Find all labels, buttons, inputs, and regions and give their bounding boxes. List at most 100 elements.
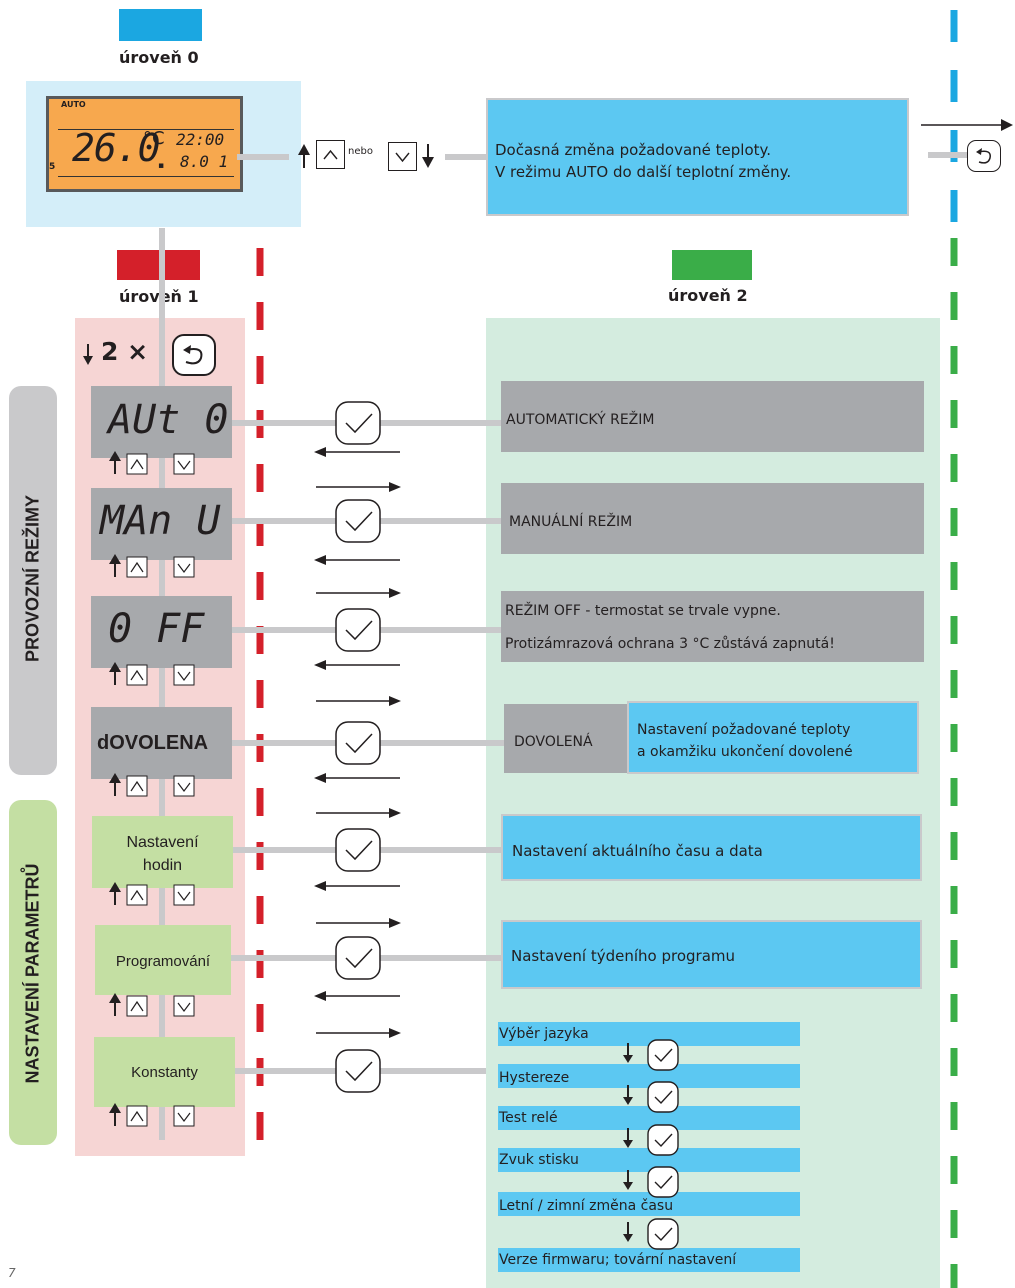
up-key-icon — [126, 664, 148, 686]
confirm-button-6[interactable] — [335, 1049, 381, 1093]
confirm-button-3[interactable] — [335, 721, 381, 765]
lcd-unit: °C — [143, 128, 165, 149]
back-key-top-icon[interactable] — [967, 140, 1001, 172]
clock-desc-text: Nastavení aktuálního času a data — [512, 842, 763, 860]
down-key-icon[interactable] — [388, 142, 417, 171]
up-arrow-icon — [109, 882, 121, 892]
confirm-button-2[interactable] — [335, 608, 381, 652]
right-arrow-icon — [389, 696, 401, 706]
confirm-button-1[interactable] — [335, 499, 381, 543]
lcd-time: 22:00 — [176, 130, 225, 149]
constant-step-1[interactable] — [623, 1081, 679, 1113]
level2-marker — [672, 250, 752, 280]
constant-step-3[interactable] — [623, 1166, 679, 1198]
check-icon — [335, 936, 381, 980]
const-item-4-text: Letní / zimní změna času — [499, 1198, 674, 1214]
left-arrow-icon — [314, 773, 326, 783]
up-arrow-icon — [109, 993, 121, 1003]
up-arrow-icon — [298, 144, 310, 168]
menu-manu-display[interactable] — [91, 488, 232, 560]
down-key-icon — [173, 453, 195, 475]
const-item-0: Výběr jazyka — [498, 1022, 800, 1046]
clock-desc-box — [501, 814, 922, 881]
left-arrow-icon — [314, 447, 326, 457]
lcd-bell-icon: ▪ — [158, 161, 165, 171]
menu-auto-display[interactable] — [91, 386, 232, 458]
constant-step-0[interactable] — [623, 1039, 679, 1071]
menu-auto-text: AUt 0 — [108, 397, 229, 443]
left-arrow-icon — [314, 881, 326, 891]
confirm-button-0[interactable] — [335, 401, 381, 445]
const-item-5-text: Verze firmwaru; tovární nastavení — [499, 1252, 737, 1268]
level0-marker — [119, 9, 202, 41]
down-key-icon — [173, 1105, 195, 1127]
down-arrow-icon — [623, 1140, 633, 1148]
off-desc-line1: REŽIM OFF - termostat se trvale vypne. — [505, 603, 781, 619]
menu-off-text: 0 FF — [108, 606, 205, 652]
lcd-side-number: 5 — [49, 162, 56, 172]
up-arrow-icon — [109, 1103, 121, 1113]
level0-label: úroveň 0 — [119, 48, 199, 67]
menu-programming-display[interactable] — [95, 925, 231, 995]
nav-key-pair-1[interactable] — [109, 554, 195, 578]
check-icon — [647, 1166, 679, 1198]
const-item-2: Test relé — [498, 1106, 800, 1130]
menu-clock-display[interactable] — [92, 816, 233, 888]
down-arrow-icon — [623, 1182, 633, 1190]
down-arrow-icon — [422, 144, 434, 168]
down-key-icon — [173, 884, 195, 906]
manu-desc-text: MANUÁLNÍ REŽIM — [509, 514, 633, 530]
up-key-icon — [126, 775, 148, 797]
menu-constants-display[interactable] — [94, 1037, 235, 1107]
up-key-icon — [126, 1105, 148, 1127]
level1-label: úroveň 1 — [119, 287, 199, 306]
menu-off-display[interactable] — [91, 596, 232, 668]
check-icon — [335, 608, 381, 652]
right-arrow-icon — [389, 918, 401, 928]
menu-clock-line2: hodin — [142, 857, 183, 874]
connector-top-right — [445, 154, 487, 160]
nav-key-pair-6[interactable] — [109, 1103, 195, 1127]
lcd-rule-top — [58, 129, 234, 130]
connector-top — [237, 154, 289, 160]
page-number: 7 — [8, 1266, 16, 1280]
menu-vacation-display[interactable] — [91, 707, 232, 779]
level2-label: úroveň 2 — [668, 286, 748, 305]
nav-key-pair-2[interactable] — [109, 662, 195, 686]
const-item-5: Verze firmwaru; tovární nastavení — [498, 1248, 800, 1272]
nav-key-pair-3[interactable] — [109, 773, 195, 797]
nav-key-pair-0[interactable] — [109, 451, 195, 475]
down-key-icon — [173, 664, 195, 686]
menu-programming-text: Programování — [115, 953, 211, 970]
down-arrow-small-icon — [83, 344, 93, 365]
back-key-icon[interactable] — [172, 334, 216, 376]
exit-arrow-icon — [921, 119, 1013, 131]
level1-marker — [117, 250, 200, 280]
const-item-4: Letní / zimní změna času — [498, 1192, 800, 1216]
confirm-button-4[interactable] — [335, 828, 381, 872]
check-icon — [647, 1218, 679, 1250]
check-icon — [335, 401, 381, 445]
menu-clock-line1: Nastavení — [126, 834, 199, 851]
const-item-3: Zvuk stisku — [498, 1148, 800, 1172]
const-item-0-text: Výběr jazyka — [499, 1026, 589, 1042]
up-arrow-icon — [109, 662, 121, 672]
up-key-icon — [126, 556, 148, 578]
vacation-detail-line2: a okamžiku ukončení dovolené — [637, 744, 853, 760]
constant-step-2[interactable] — [623, 1124, 679, 1156]
off-desc-line2: Protizámrazová ochrana 3 °C zůstává zapn… — [505, 636, 835, 652]
nav-key-pair-4[interactable] — [109, 882, 195, 906]
const-item-3-text: Zvuk stisku — [499, 1152, 579, 1168]
menu-manu-text: MAn U — [100, 498, 221, 544]
lcd-rule-bottom — [58, 176, 234, 177]
nav-key-pair-5[interactable] — [109, 993, 195, 1017]
up-key-icon[interactable] — [316, 140, 345, 169]
menu-constants-text: Konstanty — [131, 1064, 198, 1081]
confirm-button-5[interactable] — [335, 936, 381, 980]
lcd-mode-text: AUTO — [61, 100, 86, 109]
back-count: 2 × — [101, 337, 149, 366]
constant-step-4[interactable] — [623, 1218, 679, 1250]
right-arrow-icon — [389, 482, 401, 492]
auto-desc-box — [501, 381, 924, 452]
